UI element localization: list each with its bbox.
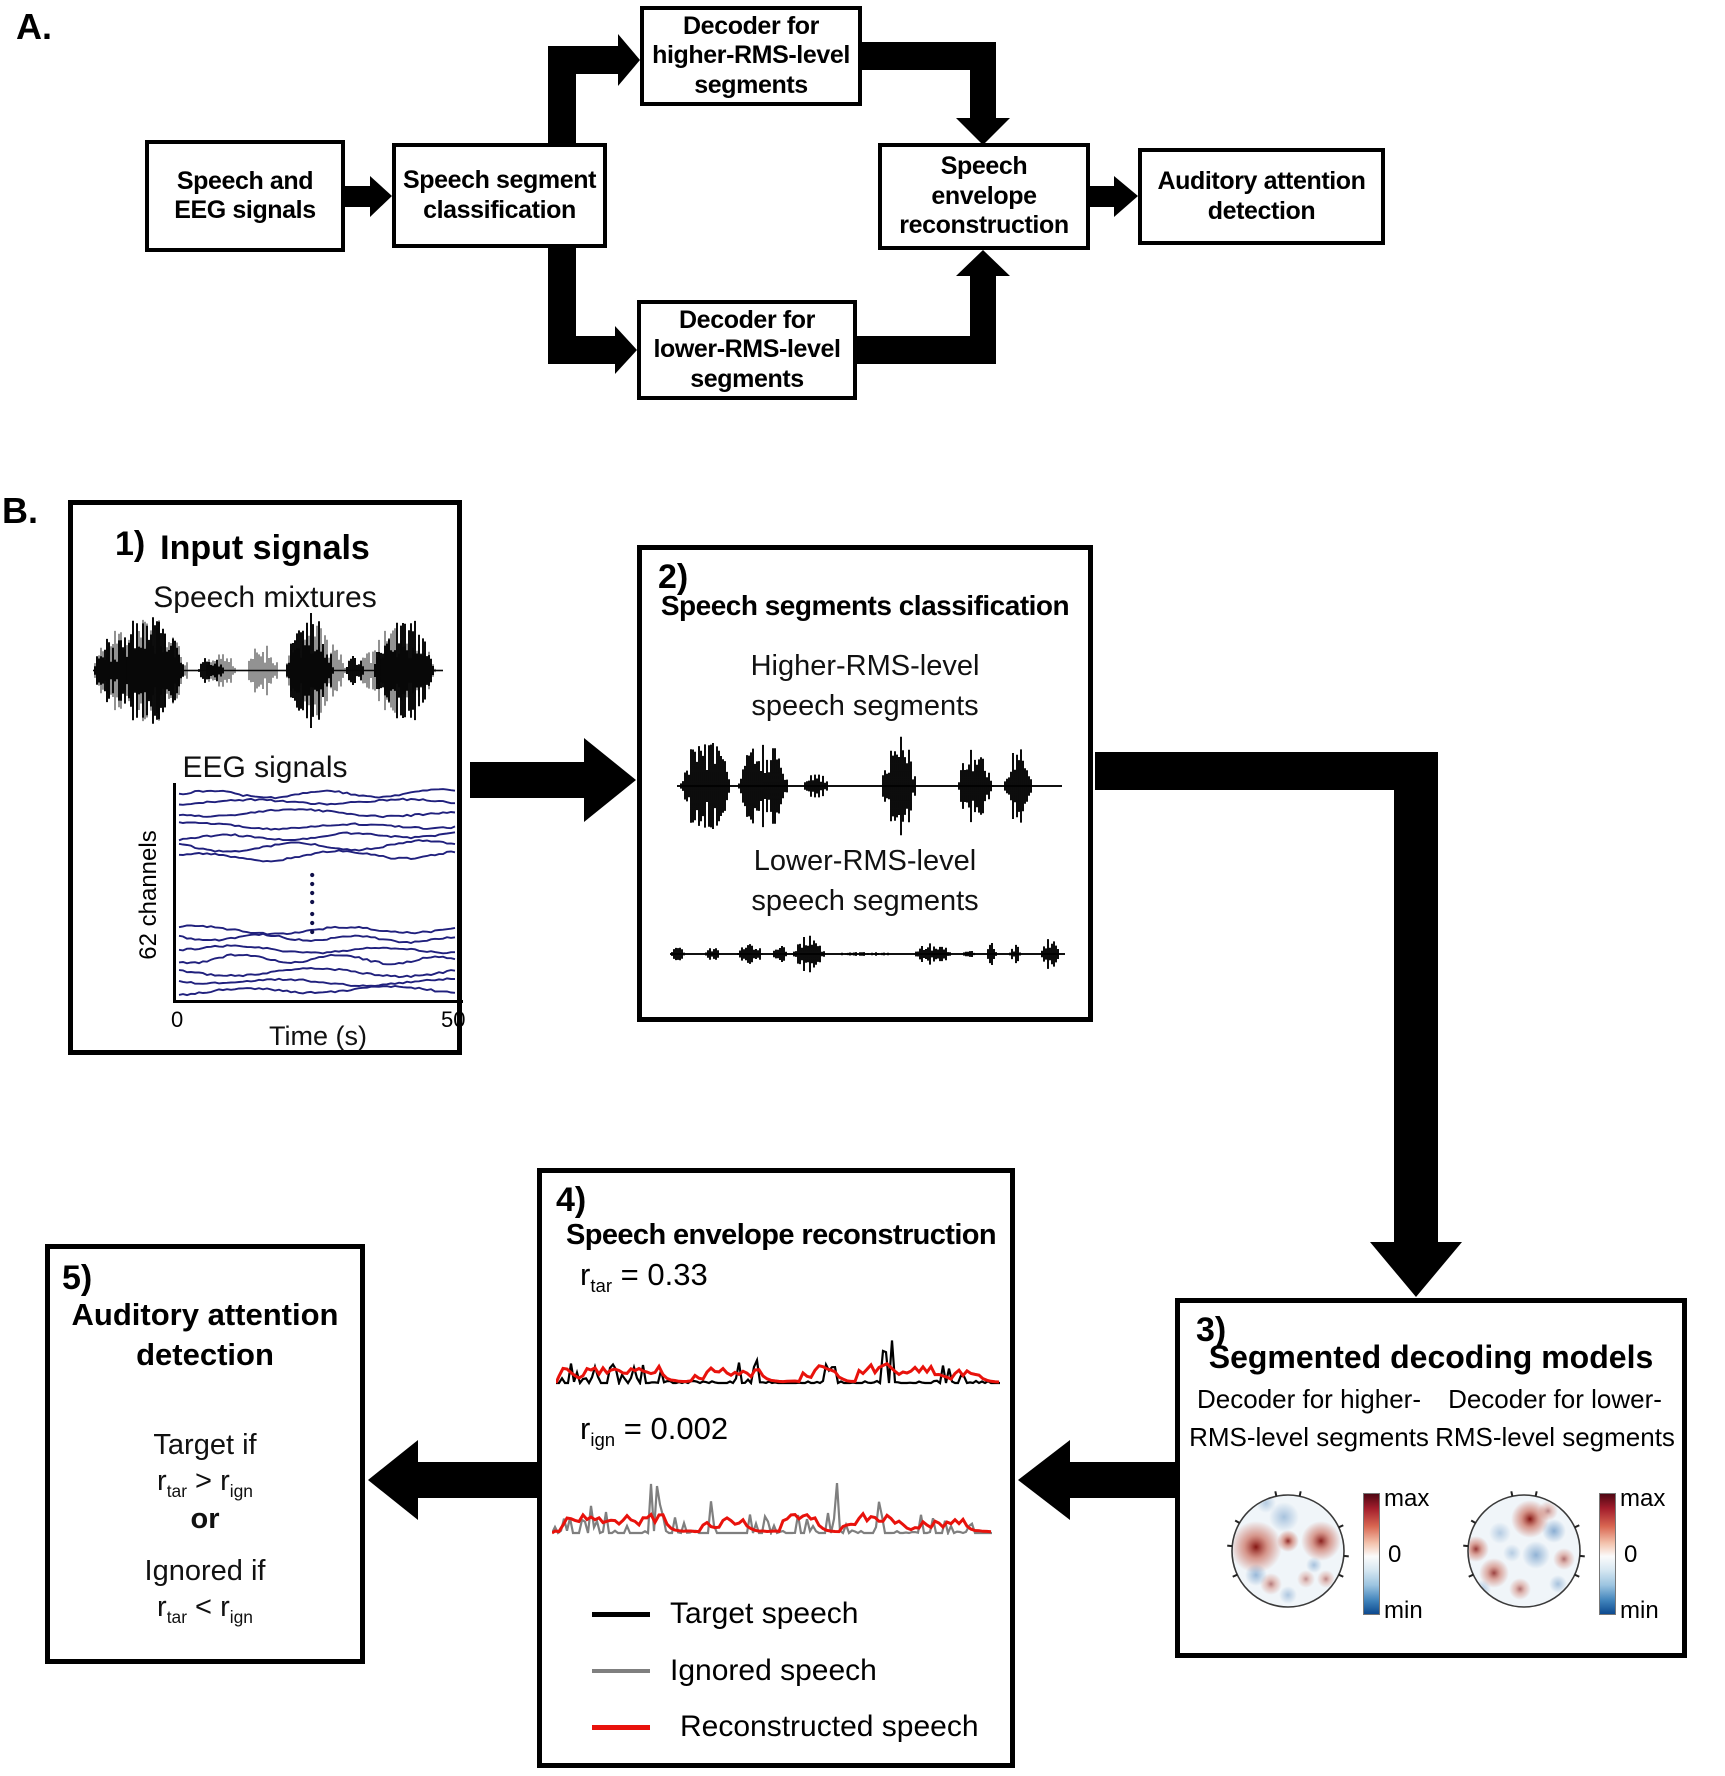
step5-title-line1: Auditory attention — [71, 1297, 339, 1332]
target-if-text: Target if — [153, 1429, 257, 1461]
speech-mixtures-label: Speech mixtures — [153, 581, 377, 614]
decoder-lower-line2: RMS-level segments — [1435, 1421, 1675, 1452]
r-tar-value: rtar = 0.33 — [580, 1257, 708, 1297]
step4-number: 4) — [556, 1181, 587, 1219]
r-symbol: r — [220, 1591, 230, 1623]
ignored-condition: rtar < rign — [50, 1591, 360, 1628]
step3-title: Segmented decoding models — [1208, 1339, 1654, 1375]
higher-rms-label-line1: Higher-RMS-level — [750, 650, 980, 682]
panel-a-label: A. — [16, 6, 52, 47]
r-symbol: r — [580, 1257, 591, 1292]
flow-box-decoder-lower-rms: Decoder for lower-RMS-level segments — [637, 300, 857, 400]
or-text: or — [190, 1503, 220, 1535]
colorbar-lower — [1599, 1493, 1616, 1615]
speech-mixture-waveform — [93, 613, 443, 728]
step1-box-input-signals: 1) Input signals Speech mixtures EEG sig… — [68, 500, 466, 1055]
legend-label-reconstructed: Reconstructed speech — [680, 1710, 979, 1743]
ignored-envelope-plot — [552, 1483, 992, 1535]
step2-number: 2) — [658, 558, 689, 596]
ign-subscript: ign — [229, 1606, 253, 1627]
step3-box-segmented-decoding-models: 3) Segmented decoding models Decoder for… — [1175, 1298, 1687, 1658]
colorbar-higher-min: min — [1384, 1597, 1423, 1624]
legend-label-ignored: Ignored speech — [670, 1654, 877, 1687]
eeg-traces-plot — [173, 783, 463, 1003]
arrow-b-step3-to-step4 — [1018, 1440, 1175, 1520]
r-symbol: r — [157, 1591, 167, 1623]
target-condition: rtar > rign — [50, 1465, 360, 1502]
arrow-a-decoder-low-to-reconstruction — [857, 250, 1010, 364]
topomap-higher-rms — [1227, 1491, 1349, 1608]
lower-rms-label-line2: speech segments — [751, 885, 979, 917]
flow-box-auditory-attention-detection: Auditory attention detection — [1138, 148, 1385, 245]
target-envelope-plot — [556, 1340, 1000, 1385]
legend-label-target: Target speech — [670, 1597, 859, 1630]
eeg-xlabel: Time (s) — [269, 1021, 367, 1051]
flow-box-speech-eeg-signals: Speech and EEG signals — [145, 140, 345, 252]
flow-box-decoder-higher-rms: Decoder for higher-RMS-level segments — [640, 6, 862, 106]
ignored-if-text: Ignored if — [144, 1555, 266, 1587]
arrow-a-classification-to-decoder-low — [548, 248, 637, 374]
arrow-a-classification-to-decoder-high — [548, 34, 640, 143]
higher-rms-label-line2: speech segments — [751, 690, 979, 722]
r-tar-equals: = 0.33 — [612, 1257, 708, 1292]
legend-line-target — [592, 1611, 650, 1617]
step1-number: 1) — [115, 525, 146, 563]
step5-number: 5) — [62, 1259, 93, 1297]
flow-box-speech-envelope-reconstruction: Speech envelope reconstruction — [878, 143, 1090, 250]
less-than: < — [187, 1591, 221, 1623]
higher-rms-waveform — [677, 736, 1062, 836]
eeg-xtick-0: 0 — [171, 1007, 184, 1032]
arrow-a-decoder-high-to-reconstruction — [862, 42, 1010, 145]
eeg-signals-label: EEG signals — [182, 751, 348, 784]
arrow-b-step4-to-step5 — [368, 1440, 537, 1520]
panel-b-label: B. — [2, 490, 38, 531]
legend-ignored-speech: Ignored speech — [592, 1654, 877, 1688]
arrow-b-step1-to-step2 — [470, 738, 636, 822]
step1-title: Input signals — [160, 529, 370, 567]
step4-title: Speech envelope reconstruction — [566, 1219, 997, 1251]
flow-box-speech-segment-classification: Speech segment classification — [392, 143, 607, 248]
r-ign-equals: = 0.002 — [615, 1411, 729, 1446]
decoder-higher-line2: RMS-level segments — [1189, 1421, 1429, 1452]
r-symbol: r — [580, 1411, 591, 1446]
tar-subscript: tar — [590, 1275, 613, 1297]
colorbar-lower-max: max — [1620, 1485, 1666, 1512]
r-symbol: r — [220, 1465, 230, 1497]
ign-subscript: ign — [229, 1480, 253, 1501]
colorbar-higher-max: max — [1384, 1485, 1430, 1512]
step5-box-auditory-attention-detection: 5) Auditory attention detection Target i… — [45, 1244, 365, 1664]
arrow-a-reconstruction-to-detection — [1090, 176, 1138, 217]
legend-line-ignored — [592, 1669, 650, 1673]
step3-number: 3) — [1196, 1311, 1227, 1349]
step4-box-speech-envelope-reconstruction: 4) Speech envelope reconstruction rtar =… — [537, 1168, 1015, 1768]
colorbar-higher-zero: 0 — [1388, 1541, 1402, 1568]
colorbar-lower-zero: 0 — [1624, 1541, 1638, 1568]
greater-than: > — [187, 1465, 221, 1497]
colorbar-higher — [1363, 1493, 1380, 1615]
decoder-lower-label: Decoder for lower- RMS-level segments — [1434, 1381, 1676, 1456]
legend-line-reconstructed — [592, 1724, 650, 1730]
topomap-lower-rms — [1463, 1491, 1585, 1608]
decoder-lower-line1: Decoder for lower- — [1448, 1384, 1662, 1414]
tar-subscript: tar — [166, 1480, 187, 1501]
legend-reconstructed-speech: Reconstructed speech — [592, 1710, 979, 1744]
colorbar-lower-min: min — [1620, 1597, 1659, 1624]
step2-title: Speech segments classification — [660, 590, 1070, 621]
lower-rms-waveform — [670, 935, 1065, 973]
lower-rms-label-line1: Lower-RMS-level — [753, 845, 977, 877]
arrow-a-input-to-classification — [345, 176, 392, 217]
tar-subscript: tar — [166, 1606, 187, 1627]
eeg-xtick-50: 50 — [441, 1007, 466, 1032]
r-ign-value: rign = 0.002 — [580, 1411, 728, 1451]
arrow-b-step2-to-step3 — [1095, 752, 1462, 1297]
step2-box-speech-segments-classification: 2) Speech segments classification Higher… — [637, 545, 1093, 1022]
step5-title-line2: detection — [136, 1337, 274, 1372]
legend-target-speech: Target speech — [592, 1597, 858, 1631]
decoder-higher-line1: Decoder for higher- — [1197, 1384, 1421, 1414]
r-symbol: r — [157, 1465, 167, 1497]
decoder-higher-label: Decoder for higher- RMS-level segments — [1188, 1381, 1430, 1456]
ign-subscript: ign — [590, 1429, 616, 1451]
eeg-ylabel: 62 channels — [135, 830, 162, 960]
